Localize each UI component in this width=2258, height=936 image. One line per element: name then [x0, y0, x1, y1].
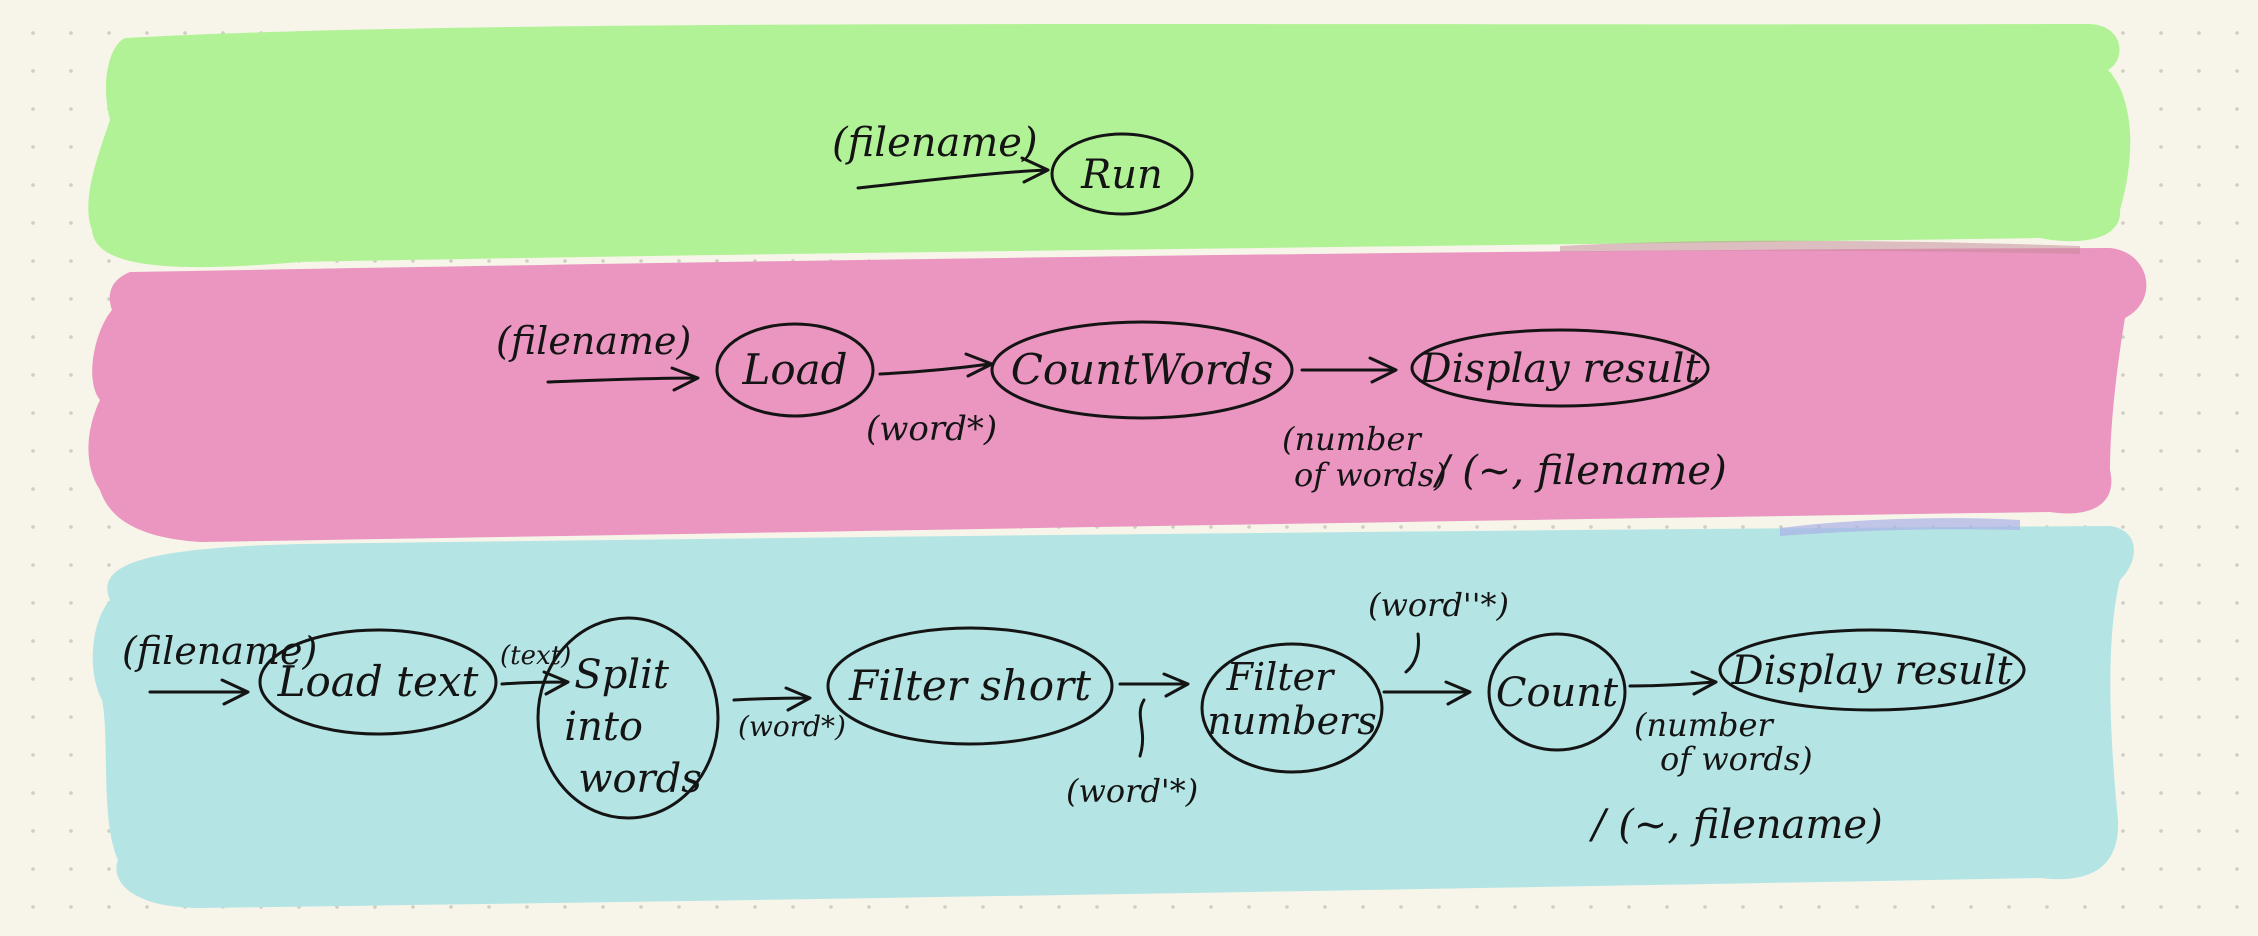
level-2-input-arrow [546, 366, 700, 392]
filter-numbers-line-2: numbers [1207, 699, 1376, 743]
node-split-into-words-label: Split into words [564, 652, 702, 802]
node-load-text-outline [258, 628, 498, 736]
level-3-output-alt-label: / (~, filename) [1588, 802, 1883, 848]
node-count-label: Count [1496, 670, 1619, 716]
load-to-countwords-label: (word*) [866, 409, 997, 449]
node-load-outline [715, 322, 875, 418]
node-filter-short-outline [826, 626, 1114, 746]
node-countwords-outline [990, 320, 1294, 420]
band-level-3-smudge [1780, 518, 2020, 536]
level-2-group: (filename) Load (word*) CountWords Displ… [496, 319, 1727, 494]
level-3-input-arrow [148, 678, 250, 706]
filter-to-numbers-label: (word'*) [1066, 772, 1198, 810]
level-2-output-label-2: of words) [1294, 456, 1447, 494]
level-3-output-label-1: (number [1634, 706, 1774, 744]
node-load-text-label: Load text [277, 657, 479, 706]
split-to-filter-arrow [732, 686, 812, 712]
node-filter-numbers-label: Filter numbers [1207, 655, 1376, 743]
level-1-input-arrow [856, 156, 1050, 190]
level-3-group: (filename) Load text (text) Split into w… [122, 586, 2026, 848]
node-countwords-label: CountWords [1011, 345, 1274, 394]
filter-to-numbers-leader [1138, 698, 1146, 758]
numbers-to-count-label: (word''*) [1368, 586, 1509, 624]
split-line-3: words [578, 756, 702, 802]
load-to-split-arrow [500, 670, 570, 696]
node-filter-numbers-outline [1200, 642, 1384, 774]
level-3-output-label-2: of words) [1660, 740, 1813, 778]
node-display-result-1-label: Display result [1419, 346, 1702, 392]
node-display-result-2-label: Display result [1731, 648, 2014, 694]
split-line-2: into [564, 704, 643, 750]
node-run-label: Run [1080, 152, 1163, 198]
node-filter-short-label: Filter short [848, 661, 1091, 710]
level-2-output-label-1: (number [1282, 420, 1422, 458]
node-load-label: Load [741, 345, 847, 394]
count-to-display-arrow [1628, 670, 1718, 696]
level-2-input-label: (filename) [496, 319, 691, 363]
load-to-split-label: (text) [500, 641, 571, 671]
filter-numbers-line-1: Filter [1226, 655, 1336, 699]
band-level-3 [92, 526, 2134, 908]
numbers-to-count-leader [1404, 632, 1420, 674]
split-line-1: Split [574, 652, 670, 698]
band-level-1 [88, 24, 2131, 268]
numbers-to-count-arrow [1382, 680, 1472, 706]
countwords-to-display-arrow [1300, 356, 1398, 384]
split-to-filter-label: (word*) [738, 710, 846, 743]
band-level-2-smudge [1560, 240, 2080, 254]
filter-to-numbers-arrow [1118, 672, 1190, 698]
node-display-result-1-outline [1410, 328, 1710, 408]
node-count-outline [1487, 632, 1627, 752]
band-level-2 [88, 248, 2147, 542]
level-1-group: (filename) Run [832, 120, 1194, 216]
node-run-outline [1050, 132, 1194, 216]
node-display-result-2-outline [1718, 628, 2026, 712]
level-2-output-alt-label: / (~, filename) [1432, 448, 1727, 494]
level-1-input-label: (filename) [832, 120, 1038, 166]
node-split-into-words-outline [536, 616, 720, 820]
